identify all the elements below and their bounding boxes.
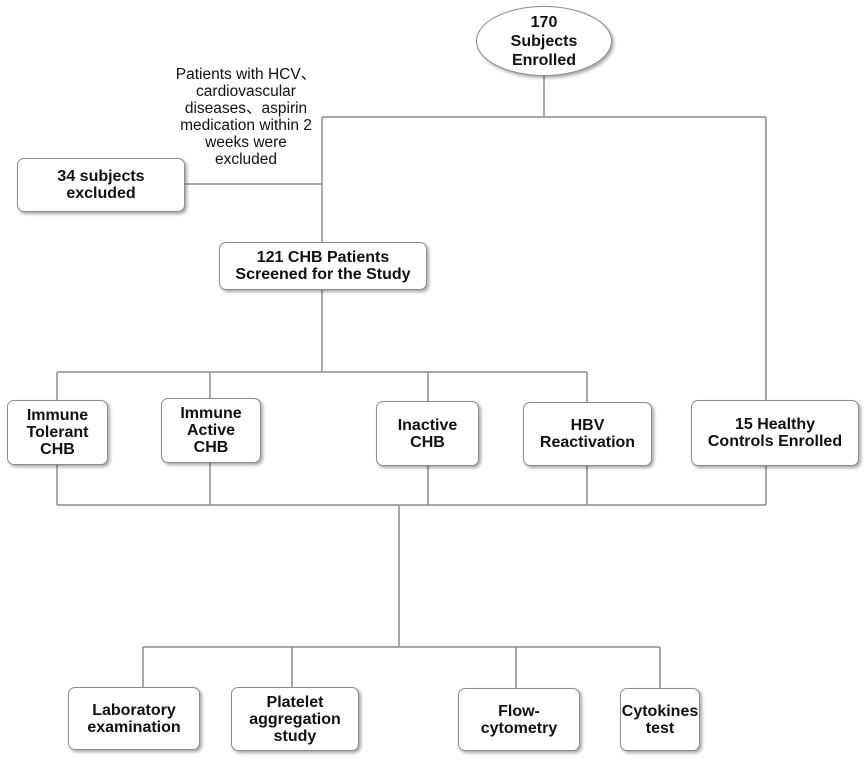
excluded-node: 34 subjects excluded [17,158,185,212]
test-flow-cytometry: Flow- cytometry [458,688,580,751]
exclusion-criteria-note: Patients with HCV、 cardiovascular diseas… [175,66,317,168]
group-inactive: Inactive CHB [376,401,479,466]
healthy-controls-node: 15 Healthy Controls Enrolled [691,400,859,466]
enrolled-node: 170 Subjects Enrolled [476,6,612,76]
test-platelet-aggregation: Platelet aggregation study [231,687,359,751]
test-cytokines: Cytokines test [620,688,700,751]
group-hbv-reactivation: HBV Reactivation [523,402,652,466]
group-immune-tolerant: Immune Tolerant CHB [7,400,108,465]
group-immune-active: Immune Active CHB [161,398,261,463]
test-laboratory: Laboratory examination [68,687,200,750]
screened-node: 121 CHB Patients Screened for the Study [219,242,427,290]
